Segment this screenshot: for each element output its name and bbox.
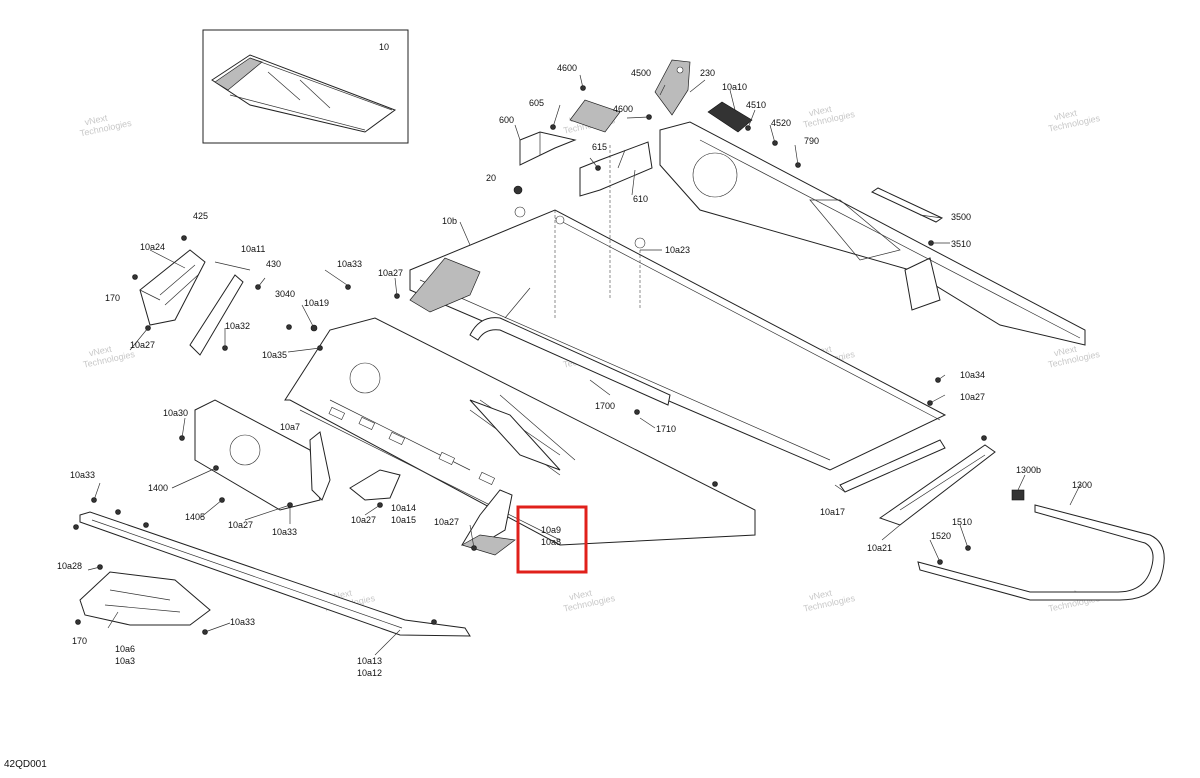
label-3510[interactable]: 3510 [951,239,971,249]
watermark-text: vNext [88,344,113,359]
label-10a19[interactable]: 10a19 [304,298,329,308]
label-10a21[interactable]: 10a21 [867,543,892,553]
part-10a7 [309,431,331,501]
label-10a27[interactable]: 10a27 [130,340,155,350]
label-10a24[interactable]: 10a24 [140,242,165,252]
label-1700[interactable]: 1700 [595,401,615,411]
watermark-text: vNext [1053,108,1078,123]
part-1700 [469,317,671,406]
part-10a21 [878,444,996,526]
label-10a27[interactable]: 10a27 [228,520,253,530]
label-3500[interactable]: 3500 [951,212,971,222]
label-10a33[interactable]: 10a33 [70,470,95,480]
bumper-1300 [917,504,1165,601]
label-430[interactable]: 430 [266,259,281,269]
label-4600[interactable]: 4600 [557,63,577,73]
part-10a10 [707,101,753,133]
inset-assembly-10 [202,29,409,144]
watermark-text: vNext [808,588,833,603]
label-10a23[interactable]: 10a23 [665,245,690,255]
label-10a27[interactable]: 10a27 [960,392,985,402]
label-10a33[interactable]: 10a33 [337,259,362,269]
plate-10a6 [79,571,211,626]
label-10a34[interactable]: 10a34 [960,370,985,380]
label-10a13[interactable]: 10a13 [357,656,382,666]
label-1405[interactable]: 1405 [185,512,205,522]
label-10a27[interactable]: 10a27 [378,268,403,278]
label-1510[interactable]: 1510 [952,517,972,527]
label-20[interactable]: 20 [486,173,496,183]
label-10b[interactable]: 10b [442,216,457,226]
label-170[interactable]: 170 [105,293,120,303]
label-4500[interactable]: 4500 [631,68,651,78]
leader-lines [87,74,1081,656]
label-4520[interactable]: 4520 [771,118,791,128]
part-10a14 [349,469,401,501]
bracket-4500 [654,59,691,116]
label-10a6[interactable]: 10a6 [115,644,135,654]
label-1300[interactable]: 1300 [1072,480,1092,490]
label-10a3[interactable]: 10a3 [115,656,135,666]
bracket-600 [519,131,577,166]
label-4510[interactable]: 4510 [746,100,766,110]
label-615[interactable]: 615 [592,142,607,152]
label-10a33[interactable]: 10a33 [272,527,297,537]
label-10a27[interactable]: 10a27 [351,515,376,525]
label-10a8[interactable]: 10a8 [541,537,561,547]
label-4600-b[interactable]: 4600 [613,104,633,114]
label-10a14[interactable]: 10a14 [391,503,416,513]
bracket-615 [579,141,653,197]
label-1520[interactable]: 1520 [931,531,951,541]
part-10a24 [139,249,206,326]
part-1300b [1011,489,1025,501]
label-170[interactable]: 170 [72,636,87,646]
part-10a11 [189,274,244,356]
tunnel-panel-10b [409,145,947,471]
left-tunnel-side [284,317,756,546]
label-10a27[interactable]: 10a27 [434,517,459,527]
label-10a30[interactable]: 10a30 [163,408,188,418]
label-610[interactable]: 610 [633,194,648,204]
watermark-text: vNext [1053,344,1078,359]
label-790[interactable]: 790 [804,136,819,146]
label-1300b[interactable]: 1300b [1016,465,1041,475]
label-10a28[interactable]: 10a28 [57,561,82,571]
runner-10a13 [79,511,471,637]
watermark-text: vNext [84,113,109,128]
label-10a35[interactable]: 10a35 [262,350,287,360]
watermark-text: vNext [808,104,833,119]
label-230[interactable]: 230 [700,68,715,78]
label-605[interactable]: 605 [529,98,544,108]
label-600[interactable]: 600 [499,115,514,125]
highlight-box [516,505,588,574]
right-side-rail [659,121,1086,346]
label-10a10[interactable]: 10a10 [722,82,747,92]
bracket-605 [569,99,621,133]
label-1710[interactable]: 1710 [656,424,676,434]
label-10a12[interactable]: 10a12 [357,668,382,678]
label-10a32[interactable]: 10a32 [225,321,250,331]
plate-10a30 [194,399,321,511]
label-10a15[interactable]: 10a15 [391,515,416,525]
label-10a9[interactable]: 10a9 [541,525,561,535]
part-10a17 [839,439,946,493]
label-10a7[interactable]: 10a7 [280,422,300,432]
label-10[interactable]: 10 [379,42,389,52]
watermark-text: vNext [568,588,593,603]
label-3040[interactable]: 3040 [275,289,295,299]
label-10a33[interactable]: 10a33 [230,617,255,627]
label-10a11[interactable]: 10a11 [241,244,265,254]
diagram-code: 42QD001 [4,759,47,770]
part-labels: 10 4600 4500 230 10a10 605 4600 4510 600… [57,42,1092,678]
label-10a17[interactable]: 10a17 [820,507,845,517]
label-1400[interactable]: 1400 [148,483,168,493]
label-425[interactable]: 425 [193,211,208,221]
part-10a9 [461,489,516,556]
